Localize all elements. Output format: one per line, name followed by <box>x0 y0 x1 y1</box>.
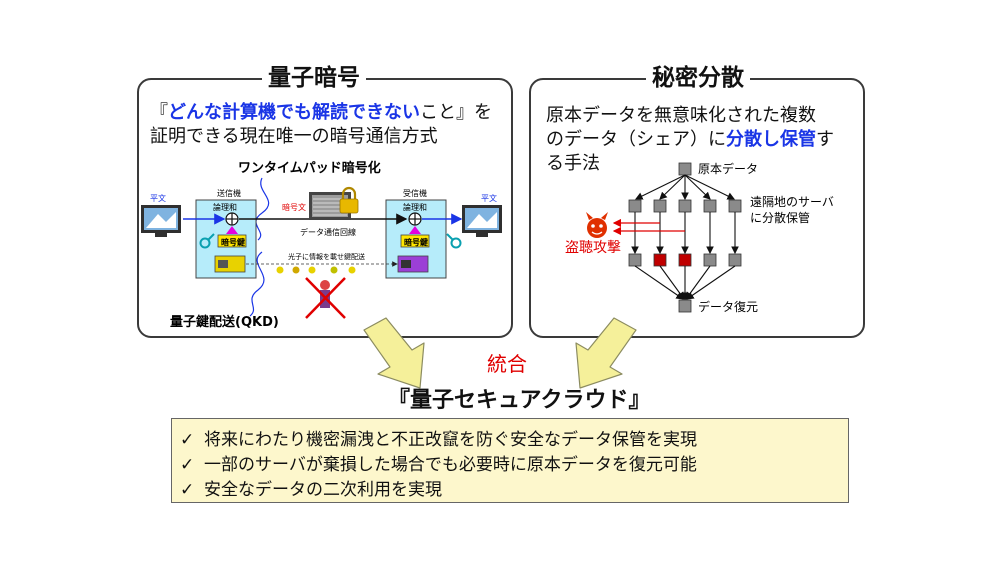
sender-device-screen <box>218 260 228 268</box>
benefit-text: 将来にわたり機密漏洩と不正改竄を防ぐ安全なデータ保管を実現 <box>204 430 697 450</box>
desc2-pre: のデータ（シェア）に <box>546 129 726 150</box>
split-edge <box>635 174 686 200</box>
split-edge <box>659 174 686 200</box>
quantum-secure-cloud-title: 『量子セキュアクラウド』 <box>388 388 651 413</box>
receiver-device-screen <box>401 260 411 268</box>
remote-storage-label-line2: に分散保管 <box>750 210 810 225</box>
desc2-post: す <box>816 129 834 150</box>
photon-label: 光子に情報を載せ鍵配送 <box>288 252 365 261</box>
padlock-icon <box>339 186 359 214</box>
receiver-key-label: 暗号鍵 <box>404 237 428 247</box>
quantum-crypto-description-line1: 『どんな計算機でも解読できないこと』を <box>150 98 492 124</box>
secret-sharing-description-line3: る手法 <box>546 153 600 174</box>
eavesdrop-attack-label: 盗聴攻撃 <box>565 240 621 256</box>
otp-callout-line <box>255 177 270 241</box>
quantum-crypto-description-line2: 証明できる現在唯一の暗号通信方式 <box>150 126 438 147</box>
sender-key-box <box>217 234 247 248</box>
quantum-crypto-title-text: 量子暗号 <box>268 65 360 91</box>
sender-xor-icon <box>225 212 239 226</box>
check-icon: ✓ <box>180 455 195 475</box>
plaintext-label-left: 平文 <box>150 193 166 203</box>
secret-sharing-description-line2: のデータ（シェア）に分散し保管す <box>546 125 834 151</box>
remote-storage-label-line1: 遠隔地のサーバ <box>750 195 834 209</box>
desc2-emphasis: 分散し保管 <box>726 129 816 150</box>
restore-edge <box>659 265 685 300</box>
split-edge <box>684 174 711 200</box>
benefit-text: 安全なデータの二次利用を実現 <box>204 480 442 500</box>
split-edge <box>684 174 735 200</box>
benefit-item: ✓ 将来にわたり機密漏洩と不正改竄を防ぐ安全なデータ保管を実現 <box>180 425 697 450</box>
receiver-xor-icon <box>408 212 422 226</box>
restore-label: データ復元 <box>698 299 758 314</box>
restored-data-node <box>678 299 692 313</box>
desc-emphasis: どんな計算機でも解読できない <box>168 102 420 123</box>
receiver-key-box <box>400 234 430 248</box>
key-icon-right <box>446 233 462 249</box>
integration-arrow-right-icon <box>575 317 637 389</box>
monitor-left-icon <box>141 205 181 237</box>
integration-label: 統合 <box>487 352 527 376</box>
photon-icons <box>276 266 356 274</box>
secret-sharing-title: 秘密分散 <box>646 62 750 94</box>
check-icon: ✓ <box>180 430 195 450</box>
secret-sharing-title-text: 秘密分散 <box>652 65 744 91</box>
benefits-box: ✓ 将来にわたり機密漏洩と不正改竄を防ぐ安全なデータ保管を実現 ✓ 一部のサーバが棄… <box>171 418 849 503</box>
ciphertext-label: 暗号文 <box>282 202 306 212</box>
monitor-right-icon <box>462 205 502 237</box>
otp-label: ワンタイムパッド暗号化 <box>238 160 381 176</box>
channel-label: データ通信回線 <box>300 227 356 237</box>
check-icon: ✓ <box>180 480 195 500</box>
benefit-text: 一部のサーバが棄損した場合でも必要時に原本データを復元可能 <box>204 455 697 475</box>
desc-close: こと』を <box>420 102 492 123</box>
desc-open-bracket: 『 <box>150 102 168 123</box>
qkd-label: 量子鍵配送(QKD) <box>170 314 279 330</box>
benefit-item: ✓ 安全なデータの二次利用を実現 <box>180 475 442 500</box>
receiver-xor-label: 論理和 <box>403 202 427 212</box>
secret-sharing-panel <box>529 78 865 338</box>
receiver-up-arrow-icon <box>409 226 421 234</box>
integration-arrow-left-icon <box>363 317 425 389</box>
plaintext-label-right: 平文 <box>481 193 497 203</box>
attacker-devil-icon <box>586 212 608 238</box>
sender-label: 送信機 <box>217 188 241 198</box>
key-icon-left <box>199 233 215 249</box>
receiver-label: 受信機 <box>403 188 427 198</box>
quantum-crypto-title: 量子暗号 <box>262 62 366 94</box>
original-data-label: 原本データ <box>698 161 758 176</box>
sender-up-arrow-icon <box>226 226 238 234</box>
qkd-callout-line <box>249 251 265 317</box>
benefit-item: ✓ 一部のサーバが棄損した場合でも必要時に原本データを復元可能 <box>180 450 697 475</box>
blocked-eavesdropper-icon <box>305 277 346 319</box>
sender-xor-label: 論理和 <box>213 202 237 212</box>
restore-edge <box>686 265 736 300</box>
secret-sharing-description-line1: 原本データを無意味化された複数 <box>546 105 816 126</box>
sender-key-label: 暗号鍵 <box>221 237 245 247</box>
restore-edge <box>634 265 684 300</box>
